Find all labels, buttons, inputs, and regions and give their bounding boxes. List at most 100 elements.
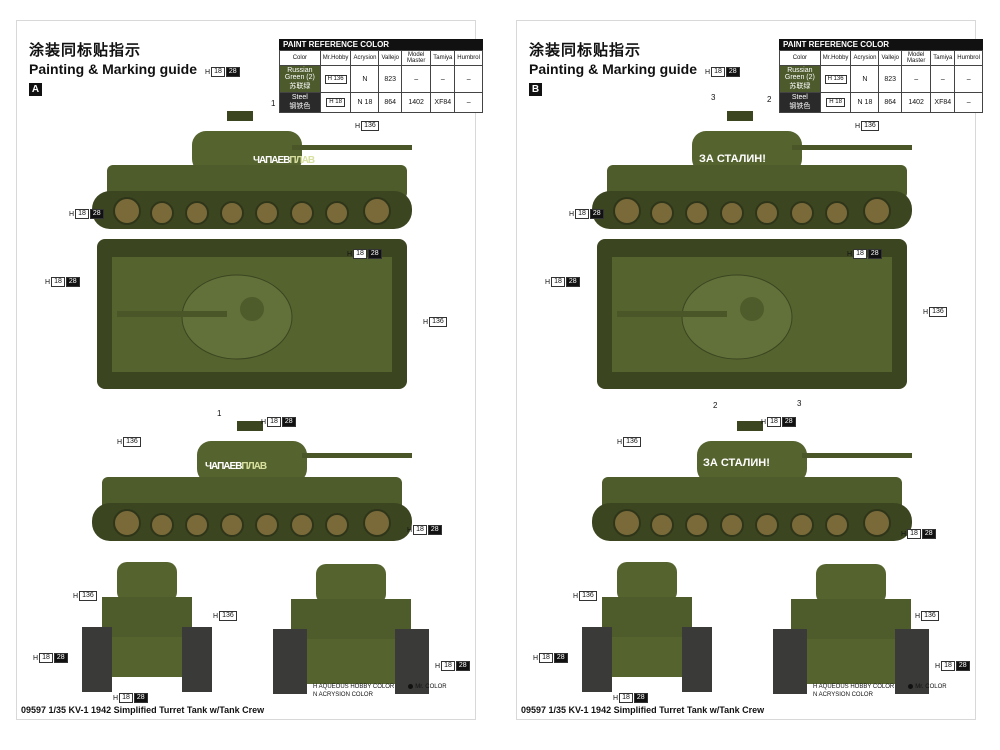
table-cell: – <box>930 65 956 93</box>
dot-icon <box>908 683 914 689</box>
table-cell: – <box>954 92 983 113</box>
callout-number: 1 <box>271 99 276 108</box>
guide-title-cn: 涂装同标贴指示 <box>529 42 642 59</box>
turret-slogan: ЗА СТАЛИН! <box>699 153 766 165</box>
table-header: Acrysion <box>350 50 380 66</box>
table-cell: XF84 <box>930 92 956 113</box>
variant-badge: A <box>29 83 42 96</box>
guide-title-en: Painting & Marking guide <box>529 61 698 77</box>
table-header: Color <box>279 50 321 66</box>
table-cell: H 136 <box>319 65 352 93</box>
table-header: Acrysion <box>850 50 880 66</box>
table-cell: – <box>901 65 932 93</box>
table-cell: 864 <box>378 92 403 113</box>
color-cell: Russian Green (2)苏联绿 <box>279 65 321 93</box>
callout-number: 1 <box>217 409 222 418</box>
table-header: Humbrol <box>454 50 483 66</box>
tank-rear-view <box>273 564 429 694</box>
table-cell: – <box>954 65 983 93</box>
table-cell: – <box>430 65 456 93</box>
table-cell: – <box>454 92 483 113</box>
table-cell: H 136 <box>819 65 852 93</box>
table-cell: N 18 <box>350 92 380 113</box>
tank-front-view <box>582 562 712 692</box>
sheet-variant-b: 涂装同标贴指示 Painting & Marking guide B PAINT… <box>516 20 983 720</box>
table-cell: N <box>350 65 380 93</box>
table-header: Color <box>779 50 821 66</box>
tank-front-view <box>82 562 212 692</box>
table-cell: 823 <box>878 65 903 93</box>
table-header: Vallejo <box>878 50 903 66</box>
tank-top-view <box>97 239 407 389</box>
page-footer: 09597 1/35 KV-1 1942 Simplified Turret T… <box>21 705 265 715</box>
table-cell: N 18 <box>850 92 880 113</box>
tank-side-view-right <box>592 111 912 229</box>
guide-title-en: Painting & Marking guide <box>29 61 198 77</box>
sheet-variant-a: 涂装同标贴指示 Painting & Marking guide A PAINT… <box>16 20 483 720</box>
color-cell: Russian Green (2)苏联绿 <box>779 65 821 93</box>
callout-number: 3 <box>797 399 802 408</box>
guide-title-cn: 涂装同标贴指示 <box>29 42 142 59</box>
tank-rear-view <box>773 564 929 694</box>
table-cell: – <box>454 65 483 93</box>
paint-table-caption: PAINT REFERENCE COLOR <box>779 39 983 50</box>
table-cell: H 18 <box>319 92 352 113</box>
tank-top-view <box>597 239 907 389</box>
table-header: Vallejo <box>378 50 403 66</box>
page-footer: 09597 1/35 KV-1 1942 Simplified Turret T… <box>521 705 765 715</box>
table-header: Model Master <box>401 50 432 66</box>
table-cell: 823 <box>378 65 403 93</box>
table-header: Model Master <box>901 50 932 66</box>
variant-badge: B <box>529 83 542 96</box>
turret-slogan: ЧАПАЕВПЛАВ <box>253 155 315 166</box>
table-cell: – <box>401 65 432 93</box>
dot-icon <box>408 683 414 689</box>
table-header: Tamiya <box>930 50 956 66</box>
table-cell: N <box>850 65 880 93</box>
paint-table-caption: PAINT REFERENCE COLOR <box>279 39 483 50</box>
turret-slogan: ЗА СТАЛИН! <box>703 457 770 469</box>
tank-side-view-left <box>592 421 912 541</box>
table-row: Russian Green (2)苏联绿 H 136 N 823 – – – <box>279 65 483 93</box>
turret-slogan: ЧАПАЕВПЛАВ <box>205 461 267 472</box>
table-cell: 1402 <box>901 92 932 113</box>
table-header: Mr.Hobby <box>819 50 852 66</box>
table-header: Tamiya <box>430 50 456 66</box>
callout-number: 3 <box>711 93 716 102</box>
table-row: Russian Green (2)苏联绿 H 136 N 823 – – – <box>779 65 983 93</box>
table-cell: XF84 <box>430 92 456 113</box>
table-header: Humbrol <box>954 50 983 66</box>
tank-side-view-left <box>92 421 412 541</box>
table-header: Mr.Hobby <box>319 50 352 66</box>
tank-side-view-right <box>92 111 412 229</box>
